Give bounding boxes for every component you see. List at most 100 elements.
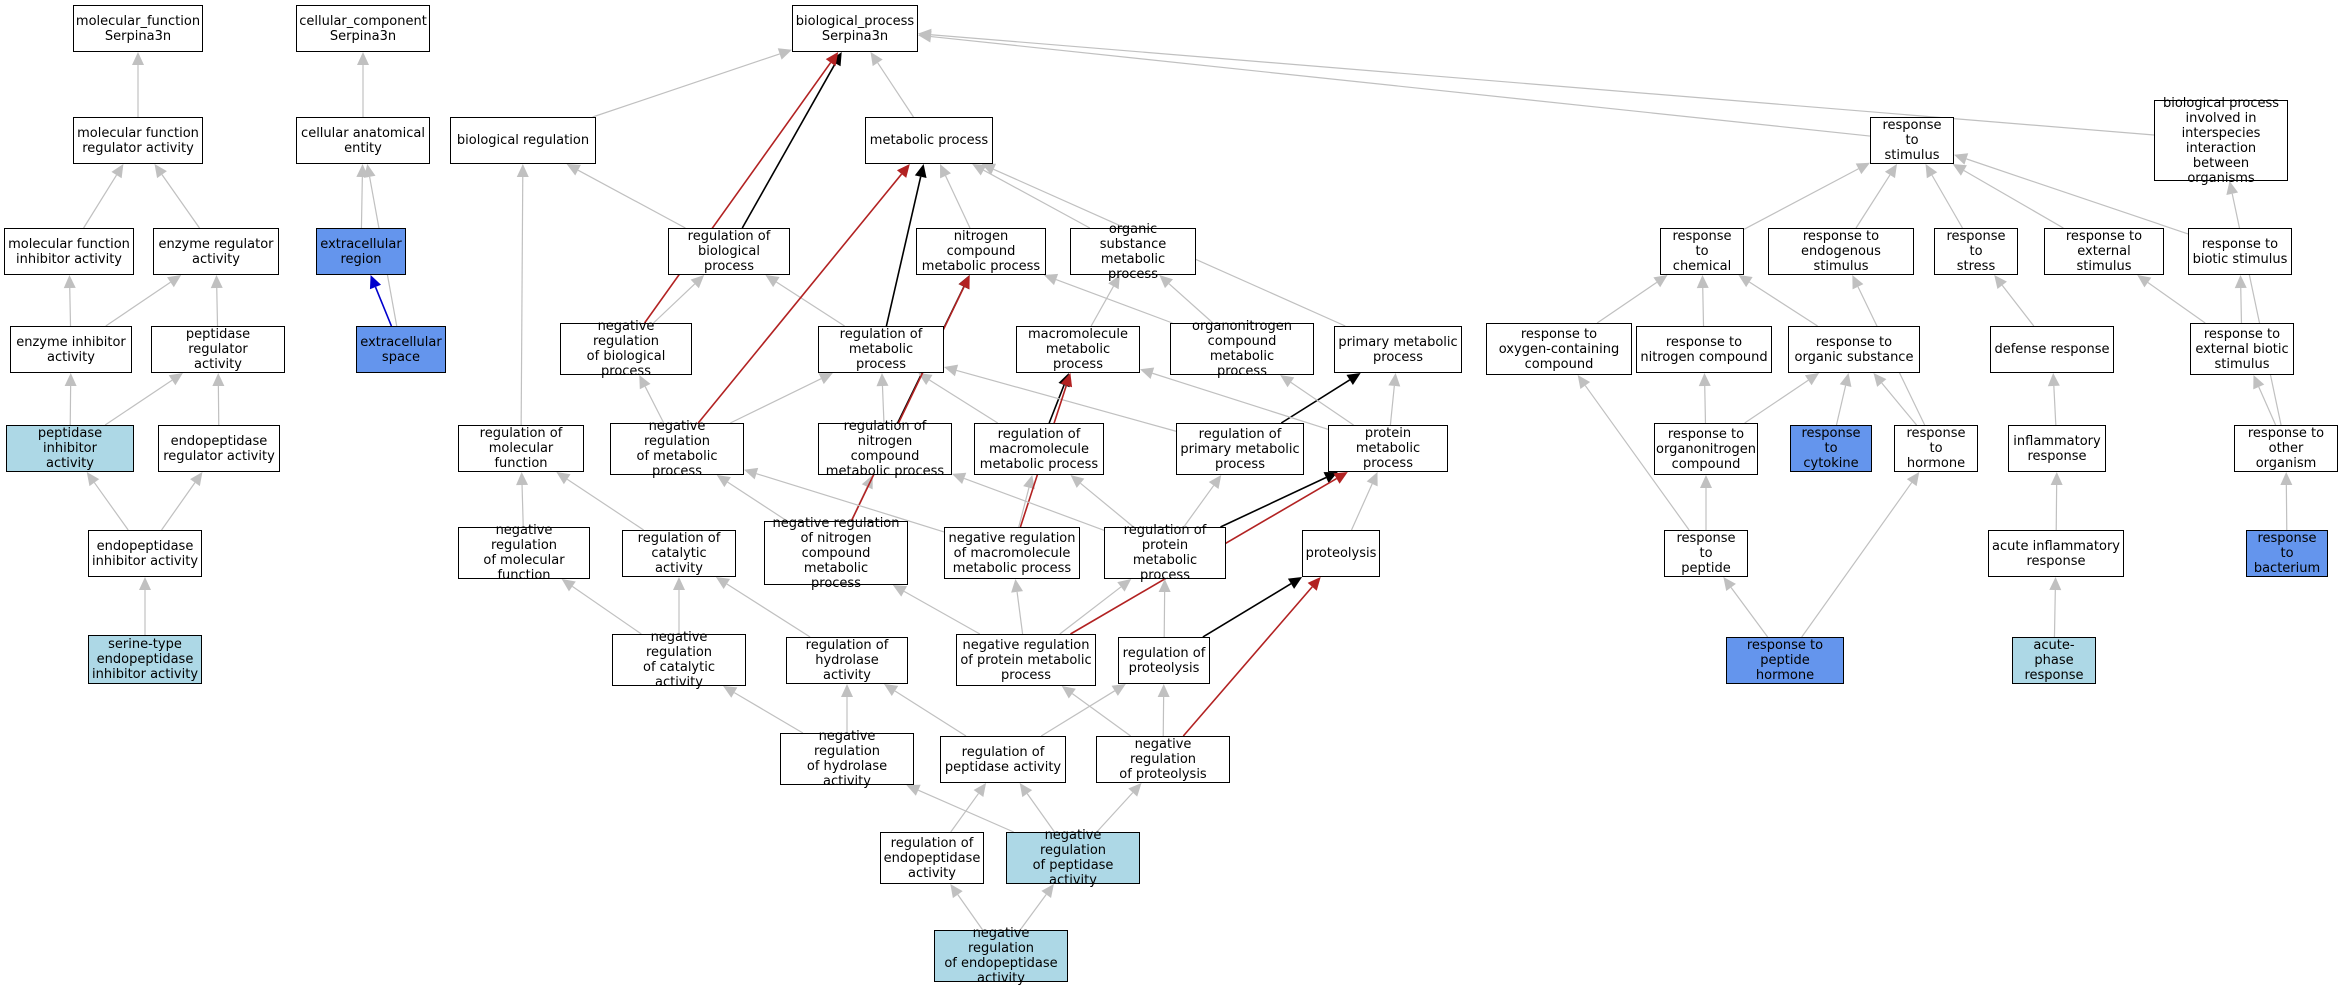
edge-neg_reg_nitrogen_metab-to-nitrogen_metab [850, 286, 965, 522]
edge-resp_ext_biotic-to-resp_biotic [2240, 287, 2243, 324]
node-acute-phase-response: acute-phase response [2012, 637, 2096, 684]
arrowhead-reg_primary_metab-to-reg_metab_proc [944, 364, 959, 377]
edge-extracell_region-to-cell_anat [360, 176, 363, 229]
node-negative-regulation-of-proteolysis: negative regulation of proteolysis [1096, 736, 1230, 783]
node-negative-regulation-of-biological-process: negative regulation of biological proces… [560, 319, 692, 379]
node-mf-root: molecular_function Serpina3n [73, 5, 203, 52]
arrowhead-mf_reg_act-to-mf_root [132, 52, 144, 65]
edge-organic_sub_metab-to-metab_proc [983, 169, 1091, 229]
arrowhead-neg_reg_mol_func-to-reg_mol_func [516, 472, 529, 486]
arrowhead-protein_metab-to-macromol_metab [1140, 367, 1155, 379]
edge-neg_reg_metab-to-neg_reg_bio_proc [644, 386, 665, 424]
node-protein-metabolic-process: protein metabolic process [1328, 425, 1448, 472]
edge-resp_organonitrogen-to-resp_organic [1744, 379, 1809, 424]
arrowhead-inflamm_resp-to-defense_resp [2047, 373, 2060, 387]
arrowhead-reg_metab_proc-to-metab_proc [914, 164, 927, 179]
node-regulation-of-primary-metabolic-process: regulation of primary metabolic process [1176, 423, 1304, 475]
edge-neg_reg_endopept-to-neg_reg_pept [1019, 894, 1047, 931]
node-negative-regulation-of-hydrolase-activity: negative regulation of hydrolase activit… [780, 729, 914, 789]
edge-reg_nitrogen_metab-to-reg_metab_proc [881, 385, 885, 424]
arrowhead-endopept_inhib_act-to-endopept_reg_act [190, 472, 203, 487]
node-response-to-organic-substance: response to organic substance [1788, 326, 1920, 373]
edge-neg_reg_pept-to-neg_reg_proteolysis [1096, 792, 1134, 833]
arrowhead-acute_inflamm-to-inflamm_resp [2050, 472, 2063, 486]
edge-resp_hormone-to-resp_organic [1881, 382, 1917, 426]
node-primary-metabolic-process: primary metabolic process [1334, 326, 1462, 373]
arrowhead-neg_reg_endopept-to-neg_reg_pept [1041, 884, 1054, 899]
arrowhead-resp_oxygen-to-resp_chem [1653, 275, 1668, 288]
edge-neg_reg_protein_metab-to-neg_reg_nitrogen_metab [903, 590, 981, 635]
node-response-to-oxygen-containing-compound: response to oxygen-containing compound [1486, 323, 1632, 375]
arrowhead-reg_primary_metab-to-primary_metab [1346, 373, 1361, 386]
node-organic-substance-metabolic-process: organic substance metabolic process [1070, 222, 1196, 282]
arrowhead-proteolysis-to-protein_metab [1366, 472, 1378, 487]
arrowhead-organic_sub_metab-to-metab_proc [972, 164, 987, 176]
node-enzyme-regulator-activity: enzyme regulator activity [153, 228, 279, 275]
edge-reg_protein_metab-to-reg_primary_metab [1183, 485, 1215, 528]
edge-resp_stress-to-resp_stim [1931, 174, 1963, 229]
edge-enz_inhib_act-to-enz_reg_act [105, 281, 171, 327]
arrowhead-mf_inhib_act-to-mf_reg_act [111, 164, 124, 179]
arrowhead-resp_stress-to-resp_stim [1925, 164, 1938, 179]
edge-pept_reg_act-to-enz_reg_act [216, 287, 219, 327]
edge-reg_primary_metab-to-reg_metab_proc [956, 369, 1177, 432]
edge-neg_reg_proteolysis-to-neg_reg_protein_metab [1071, 693, 1131, 737]
node-peptidase-regulator-activity: peptidase regulator activity [151, 326, 285, 373]
node-extracellular-space: extracellular space [356, 326, 446, 373]
node-negative-regulation-of-endopeptidase-activity: negative regulation of endopeptidase act… [934, 926, 1068, 986]
node-macromolecule-metabolic-process: macromolecule metabolic process [1016, 326, 1140, 373]
arrowhead-reg_metab_proc-to-reg_bio_proc [765, 275, 780, 288]
node-response-to-external-stimulus: response to external stimulus [2044, 228, 2164, 275]
node-response-to-stress: response to stress [1934, 228, 2018, 275]
edge-resp_cytokine-to-resp_organic [1835, 385, 1847, 426]
edge-resp_stim-to-bp_root [930, 35, 1871, 137]
edge-reg_protein_metab-to-reg_macromol_metab [1080, 482, 1134, 528]
edge-neg_reg_nitrogen_metab-to-neg_reg_metab [727, 481, 788, 522]
edge-reg_catalytic-to-reg_mol_func [566, 478, 644, 531]
edge-neg_reg_metab-to-metab_proc [697, 173, 903, 424]
arrowhead-bio_reg-to-bp_root [777, 48, 792, 60]
arrowhead-neg_reg_proteolysis-to-proteolysis [1307, 577, 1321, 591]
arrowhead-neg_reg_macromol_metab-to-macromol_metab [1060, 373, 1073, 388]
arrowhead-reg_peptidase-to-reg_hydrolase [884, 684, 899, 697]
edge-reg_mol_func-to-bio_reg [520, 176, 524, 426]
arrowhead-enz_reg_act-to-mf_reg_act [154, 164, 167, 179]
arrowhead-neg_reg_metab-to-metab_proc [896, 164, 910, 178]
arrowhead-reg_endopept-to-reg_peptidase [973, 783, 987, 798]
node-cellular-anatomical-entity: cellular anatomical entity [296, 117, 430, 164]
arrowhead-neg_reg_pept-to-neg_reg_hydrolase [906, 784, 921, 796]
node-regulation-of-metabolic-process: regulation of metabolic process [818, 326, 944, 373]
node-negative-regulation-of-metabolic-process: negative regulation of metabolic process [610, 419, 744, 479]
node-bp-involved-in-interspecies-interaction: biological process involved in interspec… [2154, 96, 2288, 186]
edge-neg_reg_endopept-to-reg_endopept [957, 894, 984, 931]
node-response-to-bacterium: response to bacterium [2246, 530, 2328, 577]
edge-reg_primary_metab-to-primary_metab [1280, 379, 1351, 424]
edge-reg_metab_proc-to-metab_proc [885, 176, 922, 327]
arrowhead-resp_chem-to-resp_stim [1855, 162, 1870, 175]
node-response-to-peptide-hormone: response to peptide hormone [1726, 637, 1844, 684]
edge-reg_macromol_metab-to-macromol_metab [1048, 384, 1065, 424]
node-regulation-of-hydrolase-activity: regulation of hydrolase activity [786, 637, 908, 684]
arrowhead-neg_reg_hydrolase-to-reg_hydrolase [841, 684, 853, 697]
arrowhead-reg_peptidase-to-reg_proteolysis [1111, 684, 1126, 696]
edge-mf_inhib_act-to-mf_reg_act [83, 174, 118, 229]
edge-protein_metab-to-organonitrogen_metab [1290, 381, 1354, 426]
node-cc-root: cellular_component Serpina3n [296, 5, 430, 52]
arrowhead-resp_endog-to-resp_stim [1884, 164, 1897, 179]
node-organonitrogen-compound-metabolic-process: organonitrogen compound metabolic proces… [1170, 319, 1314, 379]
edge-neg_reg_bio_proc-to-reg_bio_proc [653, 283, 696, 324]
node-response-to-other-organism: response to other organism [2234, 425, 2338, 472]
arrowhead-resp_hormone-to-resp_endog [1852, 275, 1864, 290]
edge-neg_reg_protein_metab-to-neg_reg_macromol_metab [1016, 591, 1024, 635]
arrowhead-resp_bacterium-to-resp_other_org [2280, 472, 2293, 486]
edge-neg_reg_catalytic-to-neg_reg_mol_func [572, 585, 642, 635]
node-negative-regulation-of-protein-metabolic-process: negative regulation of protein metabolic… [956, 634, 1096, 686]
node-regulation-of-macromolecule-metabolic-process: regulation of macromolecule metabolic pr… [974, 423, 1104, 475]
edge-resp_biotic-to-resp_stim [1966, 158, 2189, 235]
arrowhead-protein_metab-to-primary_metab [1388, 373, 1401, 387]
edge-resp_oxygen-to-resp_chem [1596, 281, 1658, 324]
arrowhead-pept_reg_act-to-enz_reg_act [210, 275, 223, 289]
arrowhead-acute_phase-to-acute_inflamm [2049, 577, 2062, 591]
arrowhead-neg_reg_protein_metab-to-neg_reg_nitrogen_metab [892, 585, 908, 597]
